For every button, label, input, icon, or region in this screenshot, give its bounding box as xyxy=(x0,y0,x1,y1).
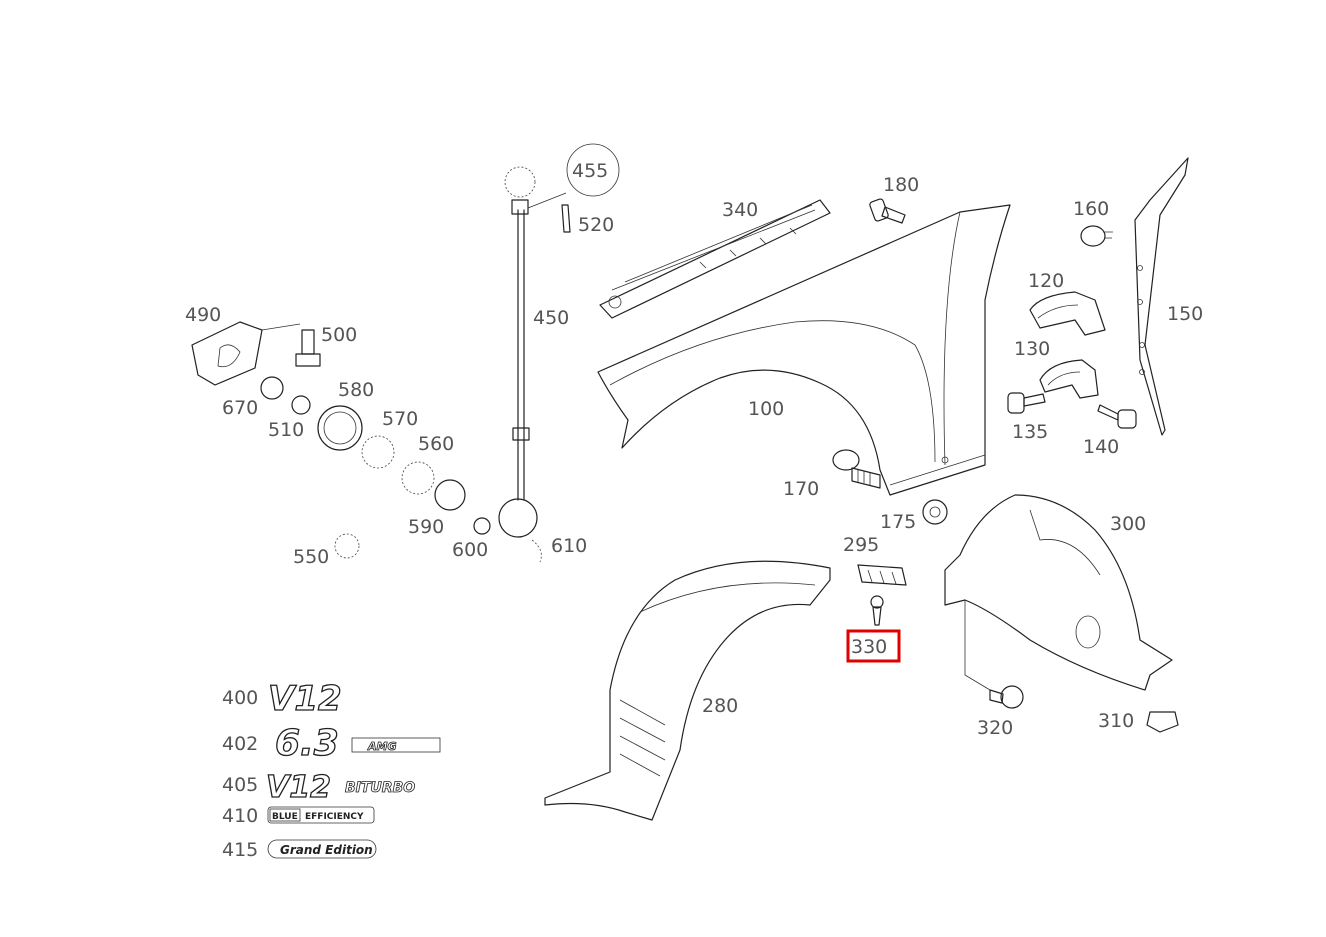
label-180[interactable]: 180 xyxy=(883,174,919,196)
bolt-140[interactable] xyxy=(1097,404,1137,429)
ring-580[interactable] xyxy=(317,405,363,451)
label-120[interactable]: 120 xyxy=(1028,270,1064,292)
clip-295[interactable] xyxy=(857,564,907,586)
clip-610[interactable] xyxy=(531,539,542,563)
label-135[interactable]: 135 xyxy=(1012,421,1048,443)
label-280[interactable]: 280 xyxy=(702,695,738,717)
clip-320[interactable] xyxy=(989,685,1024,709)
washer-600[interactable] xyxy=(473,517,491,535)
label-400[interactable]: 400 xyxy=(222,687,258,709)
label-590[interactable]: 590 xyxy=(408,516,444,538)
label-550[interactable]: 550 xyxy=(293,546,329,568)
label-560[interactable]: 560 xyxy=(418,433,454,455)
bush-510[interactable] xyxy=(291,395,311,415)
pin-520[interactable] xyxy=(561,204,571,233)
disc-570[interactable] xyxy=(361,435,395,469)
screw-330[interactable] xyxy=(870,595,884,626)
bracket-490[interactable] xyxy=(191,321,263,386)
label-100[interactable]: 100 xyxy=(748,398,784,420)
label-490[interactable]: 490 xyxy=(185,304,221,326)
label-175[interactable]: 175 xyxy=(880,511,916,533)
svg-text:AMG: AMG xyxy=(367,740,397,753)
leader-lines xyxy=(261,323,991,691)
label-510[interactable]: 510 xyxy=(268,419,304,441)
rod-450[interactable] xyxy=(498,209,538,538)
label-500[interactable]: 500 xyxy=(321,324,357,346)
label-610[interactable]: 610 xyxy=(551,535,587,557)
bush-670[interactable] xyxy=(260,376,284,400)
svg-text:EFFICIENCY: EFFICIENCY xyxy=(305,812,364,822)
bracket-120[interactable] xyxy=(1029,291,1106,336)
liner-280[interactable] xyxy=(544,560,831,821)
label-160[interactable]: 160 xyxy=(1073,198,1109,220)
svg-text:Grand Edition: Grand Edition xyxy=(280,843,373,857)
label-455[interactable]: 455 xyxy=(572,160,608,182)
label-580[interactable]: 580 xyxy=(338,379,374,401)
emblem-v12[interactable]: V12 xyxy=(267,678,342,719)
label-450[interactable]: 450 xyxy=(533,307,569,329)
label-170[interactable]: 170 xyxy=(783,478,819,500)
bracket-130[interactable] xyxy=(1039,359,1099,399)
label-340[interactable]: 340 xyxy=(722,199,758,221)
emblem-grand-edition[interactable]: Grand Edition xyxy=(267,839,377,859)
svg-text:V12: V12 xyxy=(268,679,342,719)
label-150[interactable]: 150 xyxy=(1167,303,1203,325)
emblem-v12-biturbo[interactable]: V12 BITURBO xyxy=(265,769,415,805)
label-310[interactable]: 310 xyxy=(1098,710,1134,732)
label-415[interactable]: 415 xyxy=(222,839,258,861)
fender-100[interactable] xyxy=(597,204,1011,496)
clip-160[interactable] xyxy=(1080,225,1113,247)
label-402[interactable]: 402 xyxy=(222,733,258,755)
bolt-500[interactable] xyxy=(295,329,321,367)
ring-590[interactable] xyxy=(434,479,466,511)
label-330[interactable]: 330 xyxy=(851,636,887,658)
strip-150[interactable] xyxy=(1134,157,1189,436)
bolt-180[interactable] xyxy=(869,198,906,224)
bolt-135[interactable] xyxy=(1007,392,1046,414)
highlight-box xyxy=(846,629,901,663)
label-300[interactable]: 300 xyxy=(1110,513,1146,535)
part-labels: 100 120 130 135 140 150 160 170 175 180 … xyxy=(185,160,1203,861)
svg-text:BLUE: BLUE xyxy=(272,812,298,822)
svg-text:BITURBO: BITURBO xyxy=(345,780,415,796)
label-670[interactable]: 670 xyxy=(222,397,258,419)
clip-310[interactable] xyxy=(1146,711,1179,733)
bracket-340[interactable] xyxy=(599,199,831,319)
knob-455[interactable] xyxy=(504,143,620,215)
svg-text:6.3: 6.3 xyxy=(275,723,339,764)
emblem-63-amg[interactable]: 6.3 AMG xyxy=(274,722,441,765)
label-570[interactable]: 570 xyxy=(382,408,418,430)
emblem-blue-efficiency[interactable]: BLUE EFFICIENCY xyxy=(267,806,375,824)
label-600[interactable]: 600 xyxy=(452,539,488,561)
label-410[interactable]: 410 xyxy=(222,805,258,827)
label-520[interactable]: 520 xyxy=(578,214,614,236)
label-320[interactable]: 320 xyxy=(977,717,1013,739)
fastener-170[interactable] xyxy=(832,449,881,489)
svg-text:V12: V12 xyxy=(266,770,331,805)
label-130[interactable]: 130 xyxy=(1014,338,1050,360)
label-295[interactable]: 295 xyxy=(843,534,879,556)
nut-175[interactable] xyxy=(922,499,948,525)
label-140[interactable]: 140 xyxy=(1083,436,1119,458)
disc-560[interactable] xyxy=(401,461,435,495)
liner-300[interactable] xyxy=(944,494,1173,691)
label-405[interactable]: 405 xyxy=(222,774,258,796)
part-550[interactable] xyxy=(334,533,360,559)
